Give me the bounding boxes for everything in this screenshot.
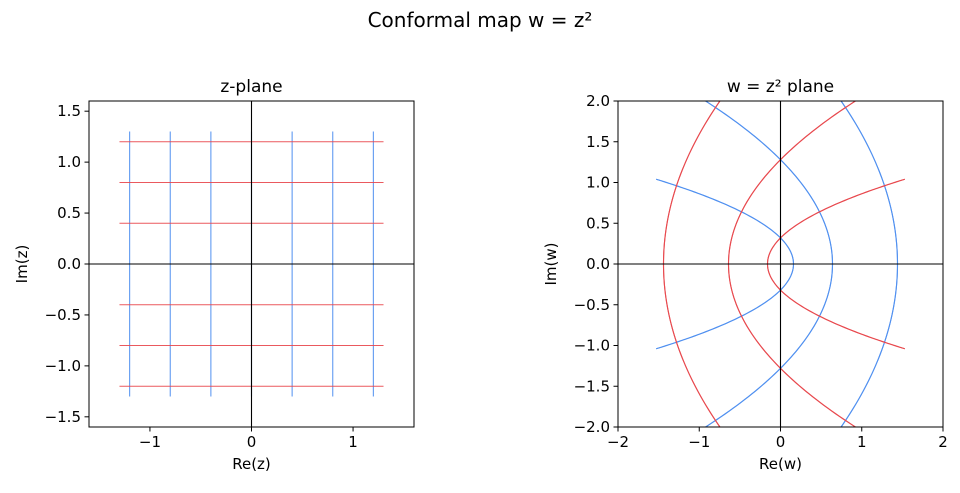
- x-tick-label: 1: [857, 433, 867, 451]
- y-tick-label: −1.5: [45, 408, 81, 426]
- y-tick-label: 0.5: [586, 214, 610, 232]
- axes-title: z-plane: [220, 77, 282, 97]
- x-tick-label: 1: [348, 433, 358, 451]
- w-plane-axes: −2 −1 0 1 2 −2.0 −1.5 −1.0 −0.5 0.0 0.5 1.0 1.5 2.0 w …: [542, 77, 948, 473]
- y-tick-label: −0.5: [574, 296, 610, 314]
- y-tick-label: −1.5: [574, 377, 610, 395]
- y-tick-label: 0.0: [586, 255, 610, 273]
- x-tick-label: 0: [776, 433, 786, 451]
- x-tick-label: −1: [688, 433, 710, 451]
- y-axis-label: Im(z): [13, 245, 31, 284]
- axes-title: w = z² plane: [727, 77, 834, 97]
- plot-area: [89, 101, 414, 427]
- y-tick-label: −1.0: [574, 337, 610, 355]
- y-tick-label: −1.0: [45, 357, 81, 375]
- x-tick-label: 2: [938, 433, 948, 451]
- y-tick-label: 1.5: [57, 102, 81, 120]
- y-tick-label: 1.0: [57, 153, 81, 171]
- x-axis-label: Re(w): [759, 455, 802, 473]
- y-tick-label: 1.0: [586, 174, 610, 192]
- figure-suptitle: Conformal map w = z²: [367, 8, 593, 32]
- z-plane-axes: −1 0 1 −1.5 −1.0 −0.5 0.0 0.5 1.0 1.5 z-planeRe(z)…: [13, 77, 415, 473]
- y-axis-label: Im(w): [542, 242, 560, 285]
- plot-area: [618, 101, 943, 427]
- x-tick-label: −2: [607, 433, 629, 451]
- y-tick-label: 2.0: [586, 92, 610, 110]
- y-tick-label: 0.5: [57, 204, 81, 222]
- x-tick-label: −1: [139, 433, 161, 451]
- y-tick-label: 1.5: [586, 133, 610, 151]
- y-tick-label: 0.0: [57, 255, 81, 273]
- y-tick-label: −0.5: [45, 306, 81, 324]
- x-axis-label: Re(z): [232, 455, 271, 473]
- y-tick-label: −2.0: [574, 418, 610, 436]
- x-tick-label: 0: [247, 433, 257, 451]
